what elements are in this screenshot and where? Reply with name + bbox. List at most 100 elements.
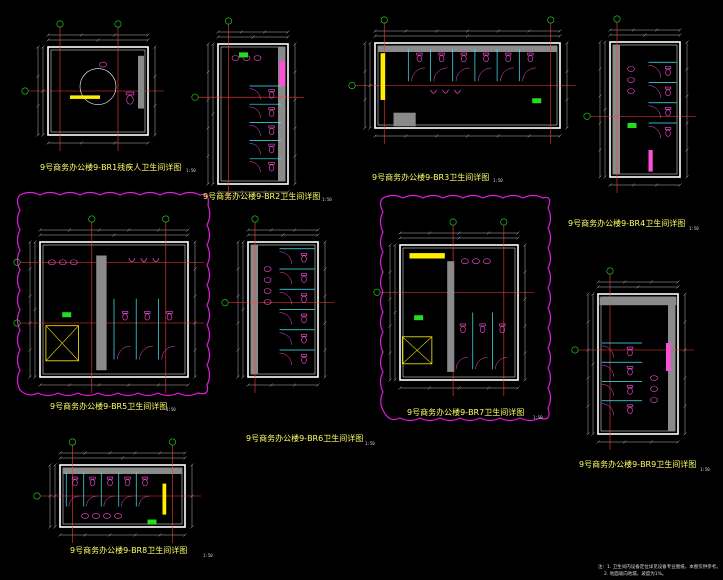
dimension-tick xyxy=(586,320,590,324)
axis-bubble xyxy=(169,438,177,446)
dimension-tick xyxy=(523,378,527,382)
dimension-tick xyxy=(206,182,210,186)
door-swing xyxy=(68,495,80,507)
axis-bubble xyxy=(162,215,170,223)
dimension-tick xyxy=(683,320,687,324)
toilet-tank xyxy=(416,52,423,56)
dimension-tick xyxy=(83,451,87,455)
caption-br4-title: 9号商务办公楼9-BR4卫生间详图 xyxy=(568,218,685,228)
door-swing xyxy=(601,384,614,396)
dimension-tick xyxy=(292,228,297,232)
dimension-tick xyxy=(516,236,520,240)
plan-br4 xyxy=(583,15,696,193)
sink-fixture xyxy=(650,397,658,403)
dimension-tick xyxy=(598,175,602,179)
dimension-tick xyxy=(186,233,190,237)
dimension-tick xyxy=(112,233,116,237)
dimension-tick xyxy=(393,378,397,382)
axis-bubble xyxy=(606,267,614,275)
dimension-tick xyxy=(565,41,569,45)
dimension-tick xyxy=(38,228,42,232)
dimension-tick xyxy=(398,386,402,390)
dimension-tick xyxy=(33,240,37,244)
dimension-tick xyxy=(323,240,327,244)
dimension-tick xyxy=(631,28,636,32)
sink-fixture xyxy=(48,259,56,266)
dimension-tick xyxy=(608,28,612,32)
urinal-fixture xyxy=(128,258,136,263)
dimension-tick xyxy=(558,134,562,138)
dimension-tick xyxy=(190,463,194,467)
toilet-fixture xyxy=(89,479,96,487)
dimension-tick xyxy=(211,182,215,186)
door-swing xyxy=(138,495,150,507)
dimension-tick xyxy=(286,35,290,39)
dimension-tick xyxy=(156,228,161,232)
dimension-tick xyxy=(373,134,377,138)
dimension-tick xyxy=(457,236,461,240)
dimension-tick xyxy=(153,133,157,137)
dimension-tick xyxy=(33,307,37,312)
toilet-tank xyxy=(144,311,151,314)
dimension-tick xyxy=(206,154,210,158)
caption-br8-scale: 1:50 xyxy=(203,553,213,558)
dimension-tick xyxy=(316,228,320,232)
dimension-tick xyxy=(603,40,607,44)
toilet-tank xyxy=(106,476,114,480)
caption-br9-title: 9号商务办公楼9-BR9卫生间详图 xyxy=(579,459,696,469)
interior-wall-line xyxy=(402,247,516,378)
toilet-fixture xyxy=(416,55,423,63)
dimension-tick xyxy=(603,107,607,112)
toilet-tank xyxy=(268,162,275,165)
toilet-tank xyxy=(141,476,149,480)
dimension-tick xyxy=(79,33,84,37)
dimension-tick xyxy=(28,240,32,244)
door-swing xyxy=(522,67,536,82)
door-swing xyxy=(279,271,292,285)
dimension-tick xyxy=(216,190,220,194)
sink-fixture xyxy=(263,299,272,305)
dimension-tick xyxy=(193,240,197,244)
toilet-fixture xyxy=(627,368,633,376)
dimension-tick xyxy=(206,70,210,74)
dimension-tick xyxy=(683,404,687,408)
dimension-tick xyxy=(434,134,439,138)
door-swing xyxy=(103,495,115,507)
toilet-fixture xyxy=(483,55,489,63)
dimension-tick xyxy=(241,375,245,379)
dimension-tick xyxy=(685,148,689,152)
dimension-tick xyxy=(622,440,627,444)
dimension-tick xyxy=(388,324,392,328)
door-swing xyxy=(279,312,292,325)
door-swing xyxy=(279,332,292,345)
toilet-fixture xyxy=(107,479,113,487)
dimension-tick xyxy=(368,41,372,45)
plan-br9 xyxy=(571,267,694,450)
dimension-tick xyxy=(558,29,562,33)
dimension-tick xyxy=(28,375,32,379)
axis-bubble xyxy=(380,16,388,24)
dimension-tick xyxy=(596,285,600,289)
dimension-tick xyxy=(127,383,131,387)
highlight-bar xyxy=(380,53,386,100)
caption-br5-title: 9号商务办公楼9-BR5卫生间详图 xyxy=(50,401,167,411)
toilet-fixture xyxy=(460,326,466,334)
dimension-tick xyxy=(41,45,45,49)
toilet-tank xyxy=(268,107,275,110)
dimension-tick xyxy=(153,74,157,79)
toilet-fixture xyxy=(665,129,671,137)
dimension-tick xyxy=(598,40,602,44)
magenta-wall xyxy=(648,150,653,172)
dimension-tick xyxy=(523,270,527,274)
dimension-tick xyxy=(36,45,40,49)
dimension-tick xyxy=(678,183,682,187)
dimension-tick xyxy=(316,383,320,387)
toilet-fixture xyxy=(461,55,467,63)
plan-br2 xyxy=(191,17,304,200)
toilet-fixture xyxy=(126,95,134,105)
caption-br9: 9号商务办公楼9-BR9卫生间详图 1:50 xyxy=(579,459,710,472)
dimension-tick xyxy=(323,294,327,298)
dimension-tick xyxy=(608,33,612,37)
urinal-fixture xyxy=(454,89,461,94)
